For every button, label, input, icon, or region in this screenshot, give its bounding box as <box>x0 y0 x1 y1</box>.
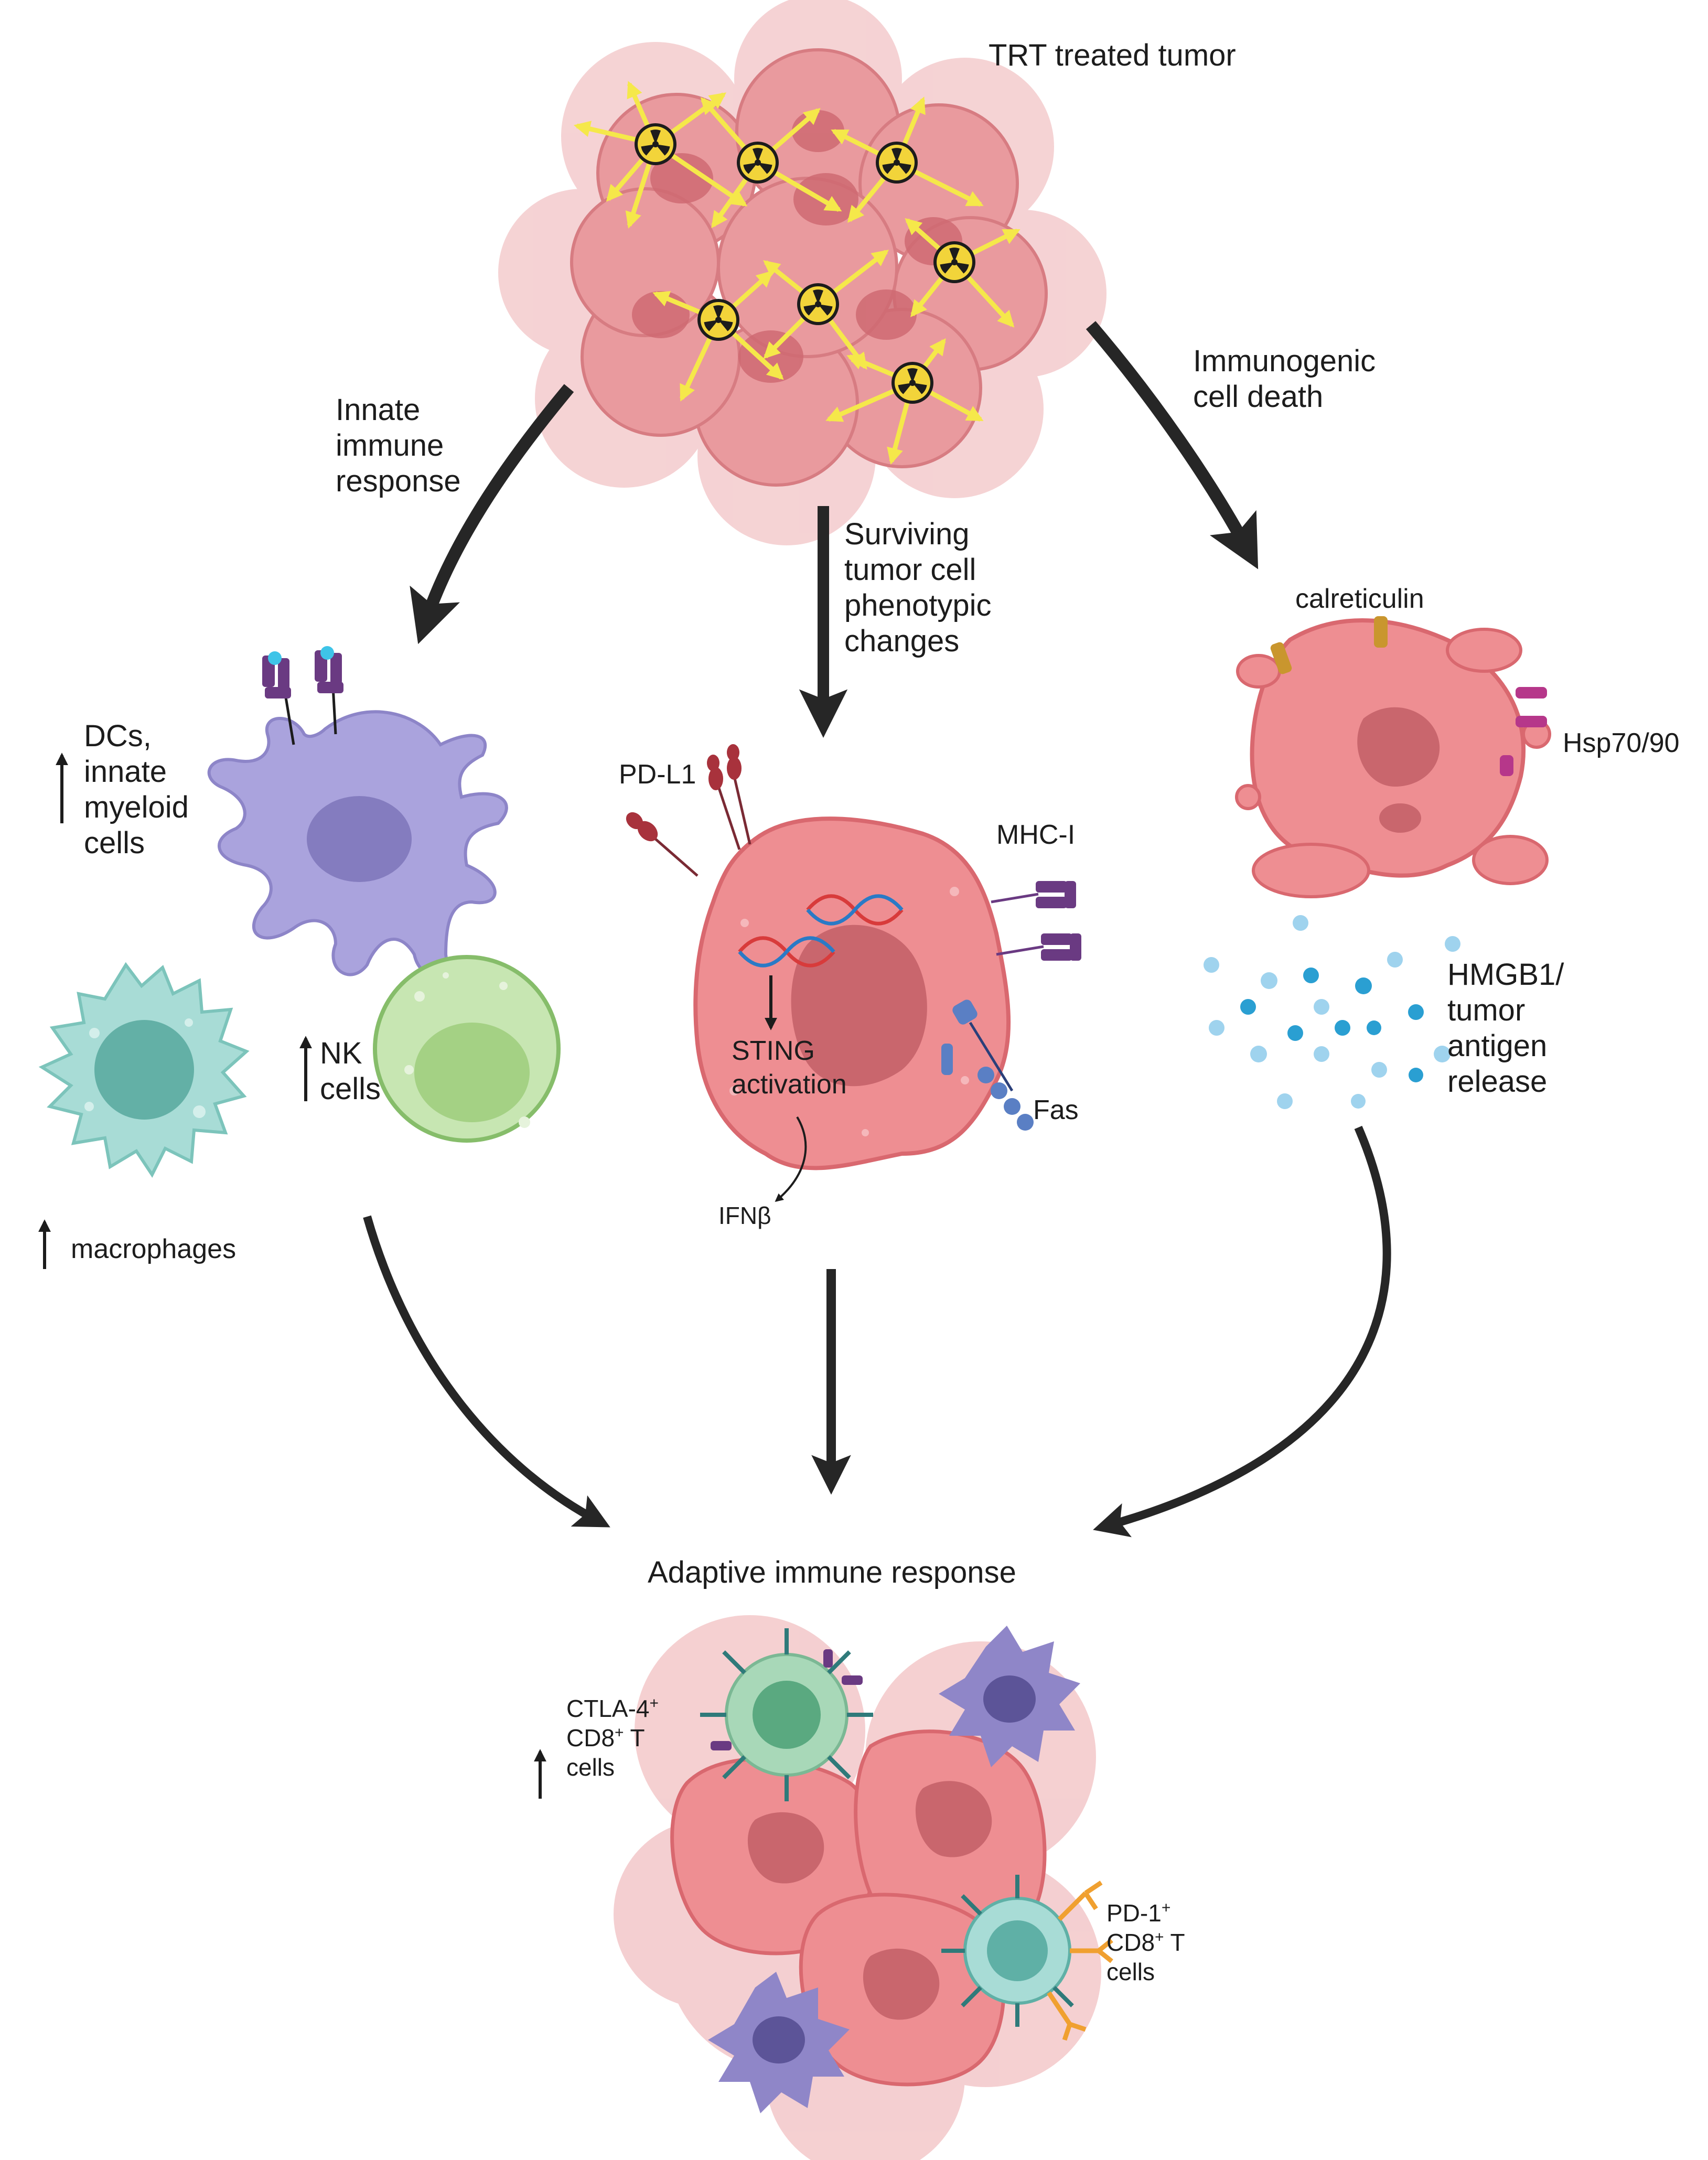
ctla4-t-cell <box>700 1628 873 1801</box>
fas-receptor <box>941 1000 1034 1131</box>
fas-label: Fas <box>1033 1095 1079 1125</box>
adaptive-cluster <box>614 1615 1113 2160</box>
dying-tumor-cell <box>1235 616 1551 898</box>
apoptotic-blebs <box>1235 628 1551 898</box>
ctla4-receptors <box>711 1649 863 1750</box>
trt-treated-tumor <box>498 0 1107 545</box>
hsp-icons <box>1500 687 1547 776</box>
macrophage-nucleus <box>94 1020 194 1120</box>
dna-icon <box>738 936 835 968</box>
nk-nucleus <box>414 1023 530 1122</box>
dna-icon <box>806 894 904 926</box>
innate-response-label: Innate immune response <box>336 393 461 498</box>
ifn-label: IFNβ <box>718 1202 771 1229</box>
ctla4-label: CTLA-4+ CD8+ T cells <box>566 1694 659 1781</box>
calreticulin-icons <box>1270 616 1388 674</box>
radiation-icon <box>876 142 918 184</box>
arrow-icd-to-adaptive <box>1093 1125 1391 1538</box>
radionuclide-icons <box>635 123 975 404</box>
pdl1-receptors <box>654 776 751 877</box>
dc-receptor-stalks <box>284 686 337 745</box>
dendritic-cell <box>708 1972 850 2113</box>
surviving-tumor-cell <box>626 744 1081 1202</box>
radiation-icon <box>737 142 779 184</box>
tumor-nucleus <box>791 925 927 1087</box>
pd1-t-cell <box>941 1875 1113 2041</box>
dc-antigen <box>320 646 334 660</box>
hsp-label: Hsp70/90 <box>1563 728 1680 758</box>
dendritic-cell <box>939 1626 1080 1767</box>
radiation-icon <box>891 362 933 404</box>
hmgb1-particles <box>1204 915 1460 1109</box>
hmgb1-label: HMGB1/ tumor antigen release <box>1447 958 1564 1099</box>
dcs-label: DCs, innate myeloid cells <box>84 719 189 860</box>
sting-label: STING activation <box>732 1036 847 1100</box>
radiation-icon <box>635 123 676 165</box>
dc-antigen <box>268 651 282 665</box>
trt-tumor-label: TRT treated tumor <box>989 38 1236 72</box>
arrow-immunogenic <box>1086 321 1259 569</box>
macrophages-label: macrophages <box>71 1234 237 1264</box>
dendritic-cell <box>207 646 508 978</box>
pd1-label: PD-1+ CD8+ T cells <box>1107 1899 1185 1985</box>
calreticulin-label: calreticulin <box>1295 584 1424 614</box>
radiation-icon <box>697 299 739 341</box>
surviving-tumor-label: Surviving tumor cell phenotypic changes <box>844 517 992 658</box>
macrophage <box>38 962 250 1178</box>
nk-cells-label: NK cells <box>320 1036 381 1106</box>
tcr-receptors <box>700 1628 873 1801</box>
pathway-arrows <box>363 321 1391 1538</box>
radiation-icon <box>933 241 975 283</box>
arrow-innate <box>410 384 574 644</box>
pd1-receptors <box>1047 1880 1113 2041</box>
immunogenic-death-label: Immunogenic cell death <box>1193 344 1376 414</box>
dc-nucleus <box>307 796 412 882</box>
pdl1-label: PD-L1 <box>619 759 696 790</box>
dc-mhc-receptors <box>262 650 343 698</box>
arrow-innate-to-adaptive <box>363 1215 610 1528</box>
radiation-icon <box>797 283 839 325</box>
nk-cell <box>373 955 561 1143</box>
adaptive-response-label: Adaptive immune response <box>648 1555 1016 1589</box>
mhc-label: MHC-I <box>996 820 1076 850</box>
up-arrow-icons <box>38 753 546 1799</box>
dying-nucleus <box>1357 707 1440 787</box>
ifn-release-arrow <box>775 1116 807 1202</box>
mhc-receptors <box>1036 881 1081 961</box>
